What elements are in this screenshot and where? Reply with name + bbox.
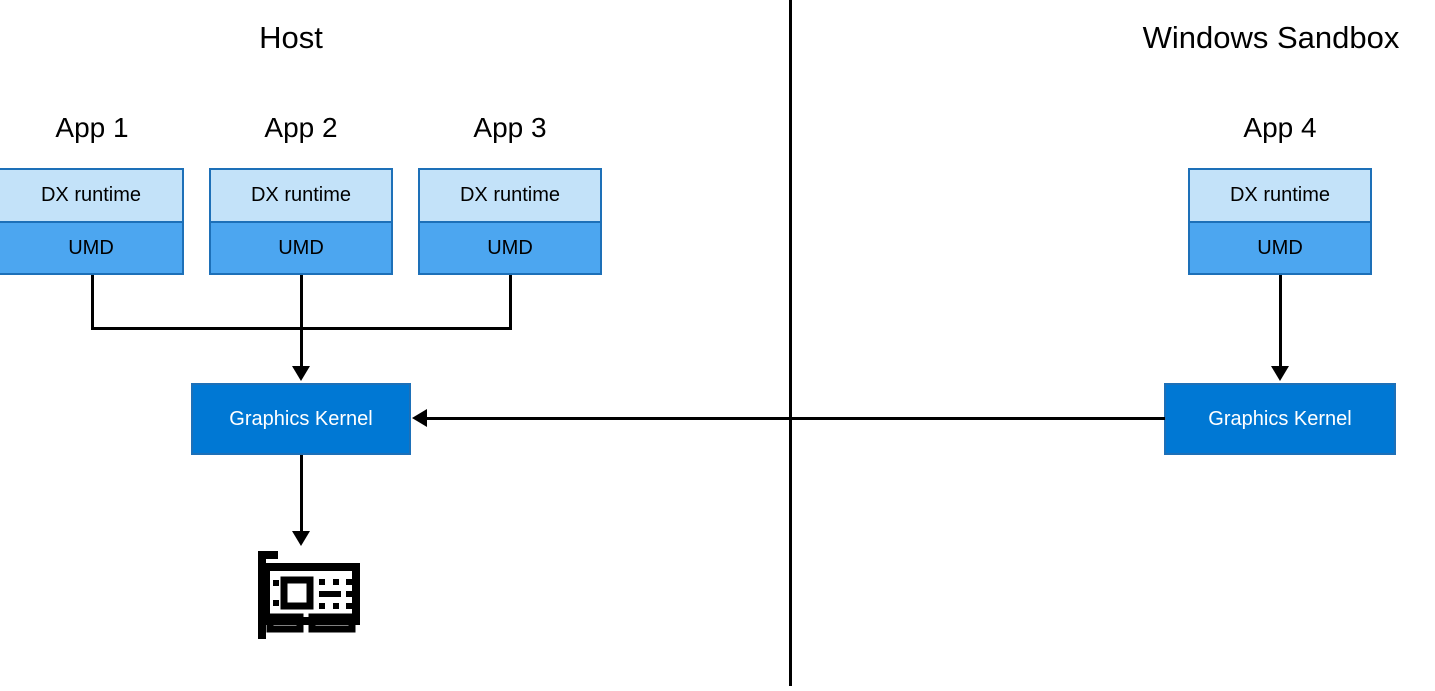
connector-app-1-drop: [91, 275, 94, 330]
app-3-umd-layer[interactable]: UMD: [418, 222, 602, 275]
gpu-card-icon: [256, 549, 360, 641]
app-label-app-2: App 2: [264, 112, 338, 143]
arrowhead-app-4-to-kernel-icon: [1271, 366, 1289, 381]
arrowhead-kernel-to-gpu-icon: [292, 531, 310, 546]
app-label-app-4: App 4: [1243, 112, 1317, 143]
host-section-title: Host: [259, 20, 323, 55]
app-box-app-3[interactable]: DX runtime UMD: [418, 168, 602, 275]
app-2-umd-layer[interactable]: UMD: [209, 222, 393, 275]
connector-app-3-drop: [509, 275, 512, 330]
arrowhead-apps-to-host-kernel-icon: [292, 366, 310, 381]
arrowhead-sandbox-to-host-kernel-icon: [412, 409, 427, 427]
app-1-umd-layer[interactable]: UMD: [0, 222, 184, 275]
app-4-umd-layer[interactable]: UMD: [1188, 222, 1372, 275]
app-label-app-1: App 1: [55, 112, 129, 143]
app-3-dx-runtime-layer[interactable]: DX runtime: [418, 168, 602, 222]
connector-sandbox-kernel-to-host-kernel: [427, 417, 1165, 420]
connector-bus-to-kernel: [300, 327, 303, 367]
app-label-app-3: App 3: [473, 112, 547, 143]
sandbox-section-title: Windows Sandbox: [1142, 20, 1400, 55]
app-2-dx-runtime-layer[interactable]: DX runtime: [209, 168, 393, 222]
host-graphics-kernel-box[interactable]: Graphics Kernel: [191, 383, 411, 455]
connector-host-kernel-to-gpu: [300, 455, 303, 533]
app-box-app-2[interactable]: DX runtime UMD: [209, 168, 393, 275]
app-box-app-4[interactable]: DX runtime UMD: [1188, 168, 1372, 275]
host-sandbox-divider: [789, 0, 792, 686]
app-1-dx-runtime-layer[interactable]: DX runtime: [0, 168, 184, 222]
app-4-dx-runtime-layer[interactable]: DX runtime: [1188, 168, 1372, 222]
connector-app-2-drop: [300, 275, 303, 330]
sandbox-graphics-kernel-box[interactable]: Graphics Kernel: [1164, 383, 1396, 455]
app-box-app-1[interactable]: DX runtime UMD: [0, 168, 184, 275]
connector-app-4-to-sandbox-kernel: [1279, 275, 1282, 367]
